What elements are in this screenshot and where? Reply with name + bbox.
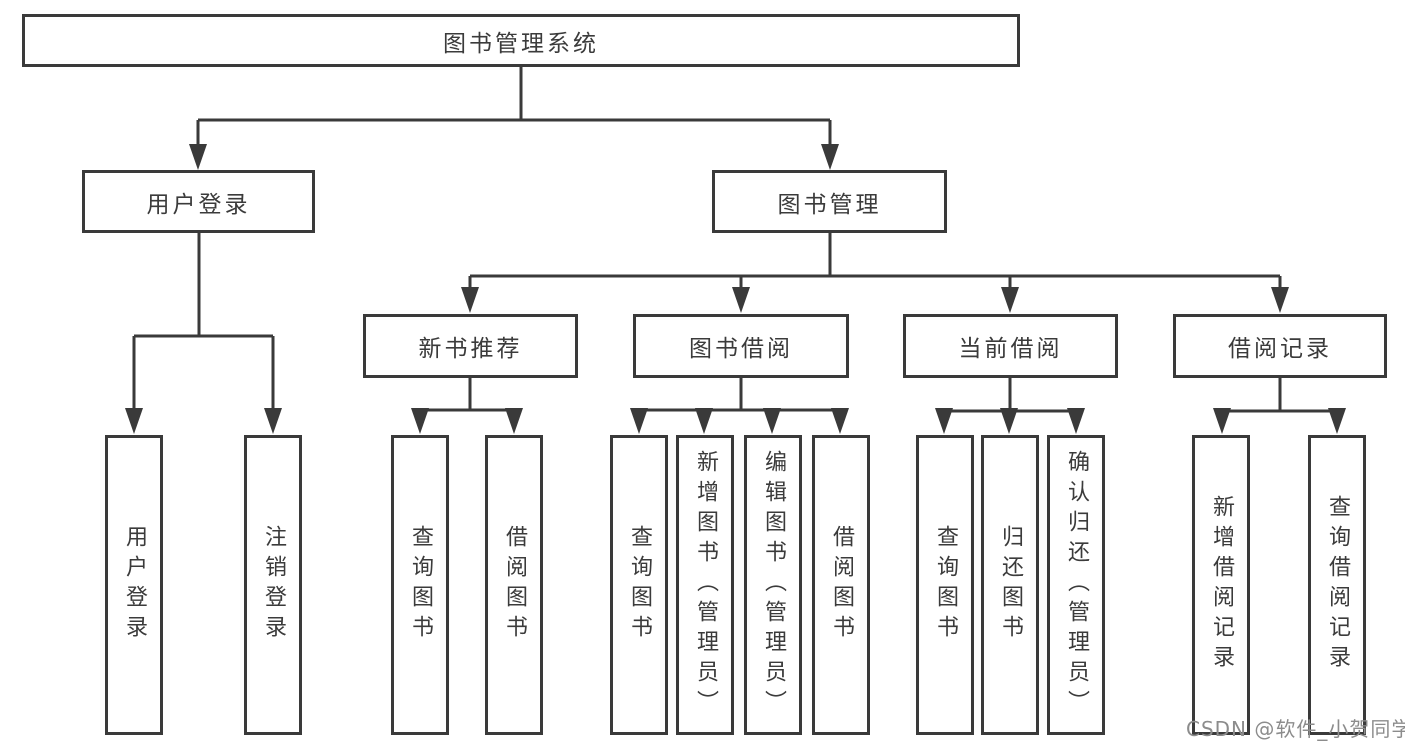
leaf-user-login: 用户登录	[105, 435, 163, 735]
leaf-bb-add-books-admin: 新增图书（管理员）	[676, 435, 734, 735]
arrowhead	[461, 287, 479, 313]
arrowhead	[1067, 408, 1085, 434]
node-user-login-label: 用户登录	[146, 191, 251, 218]
node-current-borrowing: 当前借阅	[903, 314, 1118, 378]
arrowhead	[1271, 287, 1289, 313]
leaf-br-query-record: 查询借阅记录	[1308, 435, 1366, 735]
node-root-label: 图书管理系统	[443, 30, 599, 57]
leaf-bb-add-books-admin-label: 新增图书（管理员）	[693, 450, 718, 720]
leaf-br-query-record-label: 查询借阅记录	[1325, 495, 1350, 675]
arrowhead	[125, 408, 143, 434]
leaf-bb-query-books-label: 查询图书	[627, 525, 652, 645]
connector-book-management	[468, 233, 1282, 290]
arrowhead	[732, 287, 750, 313]
leaf-bb-borrow-books: 借阅图书	[812, 435, 870, 735]
leaf-br-add-record: 新增借阅记录	[1192, 435, 1250, 735]
arrowhead	[695, 408, 713, 434]
connector-new-book-recommend	[418, 378, 516, 414]
arrowhead	[1328, 408, 1346, 434]
leaf-nbr-borrow-books: 借阅图书	[485, 435, 543, 735]
node-borrow-records: 借阅记录	[1173, 314, 1387, 378]
arrowhead	[1213, 408, 1231, 434]
node-book-management-label: 图书管理	[777, 191, 882, 218]
csdn-watermark: CSDN @软件_小贺同学	[1186, 717, 1405, 741]
arrowhead	[935, 408, 953, 434]
node-new-book-recommend: 新书推荐	[363, 314, 578, 378]
connector-user-login	[132, 233, 275, 412]
arrowhead	[1000, 408, 1018, 434]
leaf-logout: 注销登录	[244, 435, 302, 735]
leaf-user-login-label: 用户登录	[122, 525, 147, 645]
arrowhead	[1001, 287, 1019, 313]
node-root: 图书管理系统	[22, 14, 1020, 67]
leaf-bb-query-books: 查询图书	[610, 435, 668, 735]
leaf-cb-query-books-label: 查询图书	[933, 525, 958, 645]
leaf-cb-confirm-return-admin: 确认归还（管理员）	[1047, 435, 1105, 735]
arrowhead	[821, 144, 839, 170]
arrowhead	[831, 408, 849, 434]
arrowhead	[505, 408, 523, 434]
leaf-nbr-query-books-label: 查询图书	[408, 525, 433, 645]
node-book-borrowing: 图书借阅	[633, 314, 849, 378]
leaf-nbr-borrow-books-label: 借阅图书	[502, 525, 527, 645]
leaf-br-add-record-label: 新增借阅记录	[1209, 495, 1234, 675]
node-borrow-records-label: 借阅记录	[1228, 336, 1332, 362]
leaf-cb-confirm-return-admin-label: 确认归还（管理员）	[1064, 450, 1089, 720]
arrowhead	[763, 408, 781, 434]
connector-root	[196, 66, 832, 148]
node-current-borrowing-label: 当前借阅	[958, 336, 1063, 362]
leaf-bb-edit-books-admin-label: 编辑图书（管理员）	[761, 450, 786, 720]
leaf-bb-borrow-books-label: 借阅图书	[829, 525, 854, 645]
arrowhead	[264, 408, 282, 434]
node-user-login: 用户登录	[82, 170, 315, 233]
leaf-logout-label: 注销登录	[261, 525, 286, 645]
node-book-management: 图书管理	[712, 170, 947, 233]
arrowhead	[189, 144, 207, 170]
leaf-bb-edit-books-admin: 编辑图书（管理员）	[744, 435, 802, 735]
leaf-cb-return-books: 归还图书	[981, 435, 1039, 735]
connector-book-borrowing	[637, 378, 842, 414]
arrowhead	[630, 408, 648, 434]
leaf-cb-return-books-label: 归还图书	[998, 525, 1023, 645]
leaf-nbr-query-books: 查询图书	[391, 435, 449, 735]
leaf-cb-query-books: 查询图书	[916, 435, 974, 735]
node-book-borrowing-label: 图书借阅	[689, 336, 793, 362]
node-new-book-recommend-label: 新书推荐	[418, 336, 523, 362]
arrowhead	[411, 408, 429, 434]
connector-borrow-records	[1220, 378, 1339, 415]
